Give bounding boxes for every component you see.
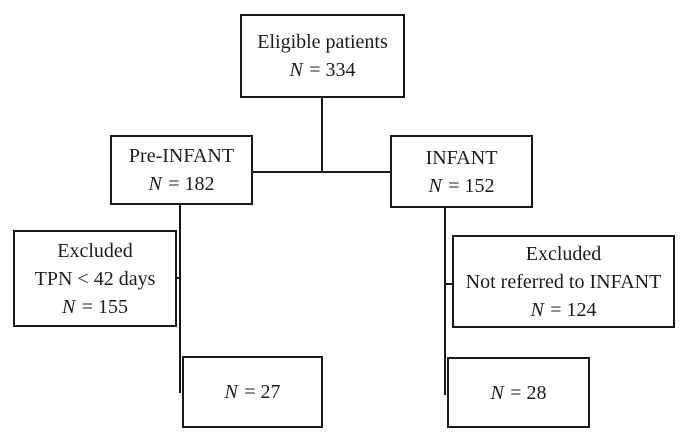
n-value: = 27 (244, 381, 281, 403)
n-value: = 124 (550, 298, 597, 321)
box-title: Excluded (57, 239, 133, 262)
box-title: Excluded (525, 242, 602, 265)
box-reason: TPN < 42 days (34, 267, 156, 290)
n-value: = 28 (510, 381, 547, 404)
box-count: N = 334 (289, 56, 355, 84)
n-value: = 152 (448, 174, 495, 197)
box-count: N = 124 (530, 296, 596, 324)
box-infant-included: N = 28 (447, 357, 590, 428)
box-reason: Not referred to INFANT (465, 270, 662, 293)
n-variable: N (490, 381, 504, 404)
box-excluded-tpn: Excluded TPN < 42 days N= 155 (13, 230, 177, 327)
box-excluded-not-referred: Excluded Not referred to INFANT N = 124 (452, 235, 675, 328)
n-variable: N (61, 295, 76, 318)
connector-infant-down-line (444, 207, 446, 395)
box-eligible-patients: Eligible patients N = 334 (240, 14, 405, 98)
n-value: = 334 (309, 59, 356, 81)
box-title: Pre-INFANT (128, 145, 235, 167)
box-count: N = 182 (148, 170, 214, 198)
n-variable: N (289, 59, 303, 81)
box-infant: INFANT N = 152 (390, 135, 533, 208)
n-variable: N (224, 381, 238, 403)
box-pre-infant-included: N = 27 (182, 356, 323, 428)
n-value: = 155 (81, 295, 128, 318)
box-count: N = 27 (224, 378, 280, 406)
connector-excluded-tpn-branch-line (175, 277, 181, 279)
n-variable: N (530, 298, 544, 321)
box-count: N= 155 (62, 293, 128, 321)
box-pre-infant: Pre-INFANT N = 182 (110, 135, 253, 205)
box-count: N = 152 (428, 172, 494, 200)
box-title: INFANT (425, 146, 498, 169)
n-value: = 182 (168, 173, 215, 195)
box-count: N = 28 (490, 379, 546, 407)
connector-eligible-down-line (321, 97, 323, 173)
connector-pre-infant-down-line (179, 204, 181, 393)
connector-excluded-not-referred-branch-line (445, 283, 453, 285)
n-variable: N (428, 174, 442, 197)
n-variable: N (148, 173, 162, 195)
box-title: Eligible patients (257, 31, 388, 53)
connector-horizontal-line (253, 171, 390, 173)
